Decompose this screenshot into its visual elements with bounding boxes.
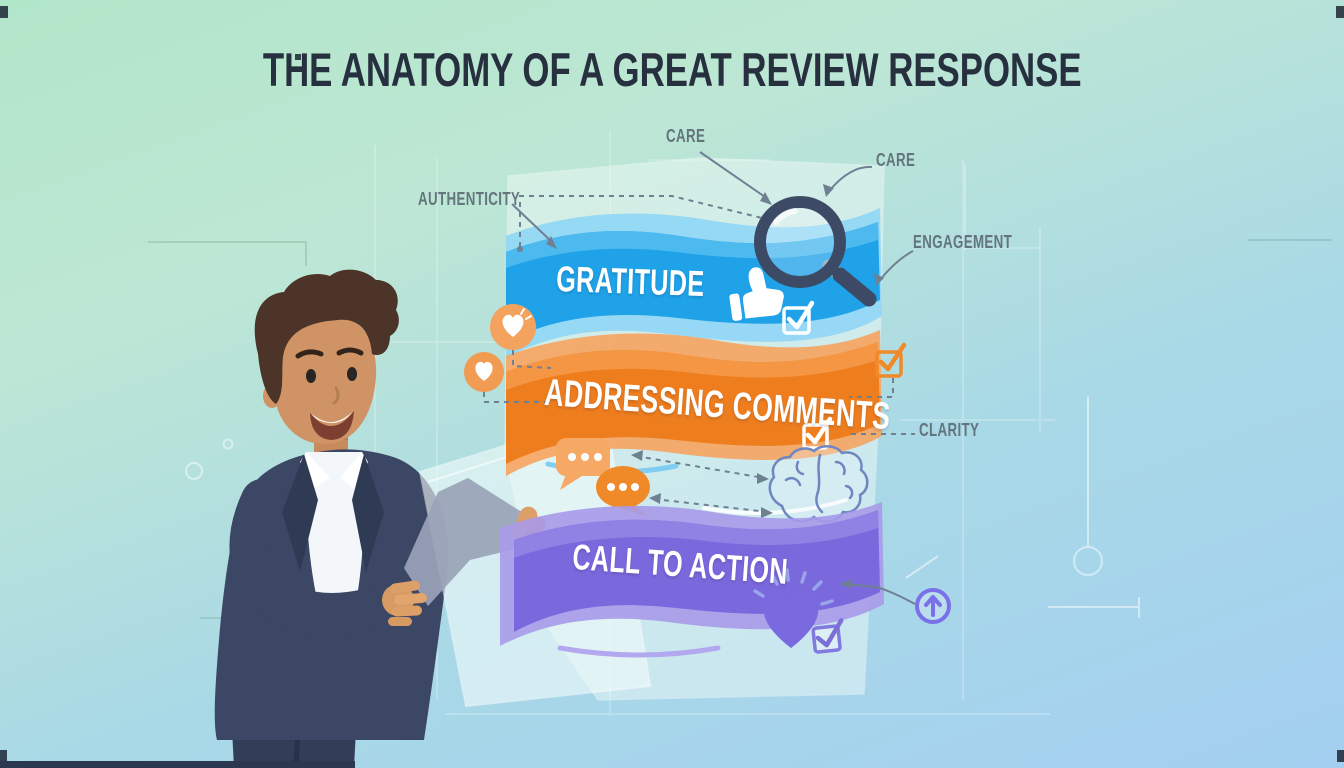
magnifier-icon — [754, 196, 877, 307]
heart-badge-icon-2 — [464, 352, 504, 392]
heart-rays-icon — [753, 568, 834, 648]
checkbox-checked-icon-blue — [782, 300, 815, 335]
connector-arrowheads — [517, 184, 884, 589]
left-hand — [382, 580, 427, 626]
shirt — [305, 452, 364, 604]
bent-arm — [229, 479, 427, 635]
hair — [254, 269, 399, 404]
corner-marks — [0, 6, 1344, 762]
brain-icon — [768, 445, 869, 523]
thumbs-up-icon — [729, 267, 784, 321]
smile — [310, 411, 354, 440]
speech-bubble-icon-1 — [556, 438, 610, 490]
up-arrow-circle-icon — [915, 588, 951, 624]
heart-badge-icon-1 — [490, 304, 536, 350]
checkbox-checked-icon-orange-outline — [875, 342, 907, 378]
checkbox-checked-icon-purple — [811, 618, 844, 654]
checkbox-checked-icon-orange-banner — [802, 416, 833, 450]
floor-shadow-line — [0, 761, 355, 768]
connector-lines — [483, 151, 916, 605]
head — [254, 269, 399, 445]
